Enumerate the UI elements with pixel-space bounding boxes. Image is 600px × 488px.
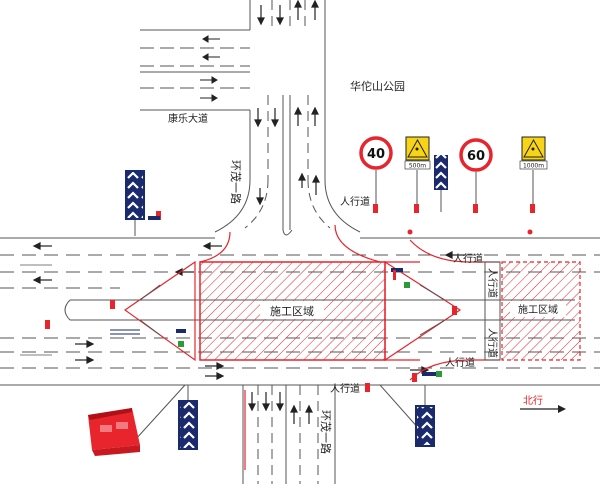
sidewalk-label-6: 人行道: [330, 382, 360, 395]
chevron-sign-bottom-right: [415, 385, 435, 447]
work-zone-main-label: 施工区域: [270, 305, 314, 318]
sidewalk-label-1: 人行道: [340, 195, 370, 208]
work-zone-right-label: 施工区域: [518, 303, 558, 316]
water-barrier: [88, 408, 140, 456]
north-arrow: 北行: [520, 394, 566, 413]
kangle-label: 康乐大道: [168, 112, 208, 125]
huanmao-top-label: 环茂一路: [229, 160, 243, 204]
kangle-road: [140, 29, 250, 111]
left-lane-annotations: [20, 264, 52, 356]
sidewalk-label-4: 人行道: [486, 328, 499, 358]
taper-lines: [139, 284, 446, 336]
red-markers: [45, 204, 535, 392]
top-vertical-road: [214, 0, 361, 236]
sidewalk-label-5: 人行道: [445, 356, 475, 369]
chevron-sign-left: [125, 170, 145, 236]
chevron-sign-top: [434, 155, 448, 212]
park-label: 华佗山公园: [350, 79, 405, 93]
kangle-arrows: [200, 35, 220, 102]
bottom-vertical-arrows: [248, 392, 313, 424]
north-label: 北行: [523, 394, 543, 407]
top-vertical-arrows: [254, 0, 320, 206]
sidewalk-label-2: 人行道: [453, 252, 483, 265]
speed-limit-sign-60: 60: [459, 138, 493, 205]
chevron-sign-bottom-left: [178, 385, 198, 450]
speed-limit-sign-40: 40: [359, 136, 393, 205]
huanmao-bottom-label: 环茂一路: [319, 410, 333, 454]
construction-warning-sign-1000: 1000m: [519, 136, 548, 205]
construction-warning-sign-500: 500m: [404, 136, 431, 205]
bottom-vertical-road: [134, 384, 421, 484]
svg-text:60: 60: [467, 149, 485, 164]
sidewalk-label-3: 人行道: [486, 268, 499, 298]
svg-text:40: 40: [367, 147, 385, 162]
svg-text:1000m: 1000m: [523, 163, 544, 170]
svg-text:500m: 500m: [409, 163, 426, 170]
small-direction-signs: [148, 216, 442, 377]
